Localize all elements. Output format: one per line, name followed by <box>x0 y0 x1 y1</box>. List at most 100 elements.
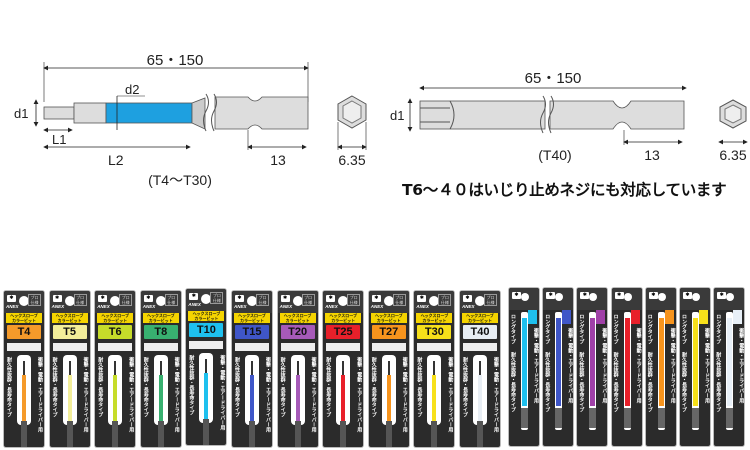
window <box>62 355 77 447</box>
long-product-package[interactable]: ✱ロングタイプ耐久性抜群・長寿命タイプ衝撃・電動・エアードライバー用 <box>543 288 574 446</box>
bit-shaft <box>158 375 163 423</box>
feature-text: 耐久性抜群・長寿命タイプ <box>462 357 468 417</box>
feature-text: 耐久性抜群・長寿命タイプ <box>416 357 423 417</box>
feature-text: 耐久性抜群・長寿命タイプ <box>578 352 585 412</box>
pro-label: プロ仕様 <box>392 294 406 306</box>
bit-shaft <box>432 375 437 423</box>
bit-hex <box>589 408 597 428</box>
range-label: (T40) <box>538 147 571 163</box>
bit-shaft <box>295 375 300 423</box>
long-product-package[interactable]: ✱ロングタイプ耐久性抜群・長寿命タイプ衝撃・電動・エアードライバー用 <box>577 288 608 446</box>
feature-text: 衝撃・電動・エアードライバー用 <box>173 357 180 432</box>
bit-tip <box>387 361 390 375</box>
bit-hex <box>657 408 665 428</box>
bit-hex <box>692 408 699 428</box>
range-label: (T4～T30) <box>148 172 212 188</box>
bit-hex <box>477 421 483 447</box>
hang-hole <box>623 293 632 301</box>
bit-tip <box>342 361 345 375</box>
overall-length-label: 65・150 <box>147 52 204 69</box>
L1-label: L1 <box>52 132 66 147</box>
long-type-text: ロングタイプ <box>646 314 653 344</box>
product-label: ヘックスローブ カラービット <box>279 313 316 323</box>
size-label: T15 <box>235 325 269 339</box>
product-label: ヘックスローブ カラービット <box>6 313 42 323</box>
size-swatch <box>699 310 708 324</box>
torx-mark-icon: ✱ <box>648 292 658 299</box>
bit-hex <box>623 408 631 428</box>
window <box>623 312 631 430</box>
window <box>427 355 442 447</box>
bit-hex <box>249 421 255 447</box>
hang-hole <box>657 293 666 301</box>
bit-tip <box>433 361 436 375</box>
window <box>153 355 168 447</box>
hex-width-label: 6.35 <box>338 152 365 168</box>
brand-logo: ANEX <box>97 304 110 309</box>
pro-label: プロ仕様 <box>484 294 497 306</box>
hang-hole <box>555 293 564 301</box>
window <box>726 312 734 430</box>
size-label: T20 <box>280 325 315 339</box>
feature-text: 耐久性抜群・長寿命タイプ <box>279 357 286 417</box>
bit-hex <box>66 421 73 447</box>
product-label: ヘックスローブ カラービット <box>234 313 270 323</box>
long-product-package[interactable]: ✱ロングタイプ耐久性抜群・長寿命タイプ衝撃・電動・エアードライバー用 <box>714 288 745 446</box>
bit-shaft <box>556 318 562 406</box>
bit-hex <box>431 421 438 447</box>
torx-mark-icon: ✱ <box>463 295 472 302</box>
bit-hex <box>726 408 734 428</box>
dimension-diagram-left: 65・150 d1 d2 L1 L2 13 (T4～T30) 6.35 <box>14 52 367 188</box>
bit-hex <box>112 421 119 447</box>
long-product-package[interactable]: ✱ロングタイプ耐久性抜群・長寿命タイプ衝撃・電動・エアードライバー用 <box>645 288 676 446</box>
pro-label: プロ仕様 <box>28 294 41 306</box>
size-label: T27 <box>371 325 406 339</box>
bit-hex <box>294 421 301 447</box>
feature-text: 衝撃・電動・エアードライバー用 <box>310 357 317 432</box>
d1-label: d1 <box>390 108 404 123</box>
bit-shaft <box>590 318 596 406</box>
bit-hex <box>203 419 210 445</box>
pro-label: プロ仕様 <box>347 294 361 306</box>
brand-logo: ANEX <box>370 304 384 309</box>
long-product-package[interactable]: ✱ロングタイプ耐久性抜群・長寿命タイプ衝撃・電動・エアードライバー用 <box>611 288 642 446</box>
window <box>521 312 528 430</box>
long-product-package[interactable]: ✱ロングタイプ耐久性抜群・長寿命タイプ衝撃・電動・エアードライバー用 <box>680 288 710 446</box>
barcode <box>143 343 178 351</box>
bit-shaft <box>727 318 733 406</box>
long-product-package[interactable]: ✱ロングタイプ耐久性抜群・長寿命タイプ衝撃・電動・エアードライバー用 <box>509 288 539 446</box>
bit-tip <box>205 359 208 373</box>
pro-label: プロ仕様 <box>73 294 87 306</box>
feature-text: 耐久性抜群・長寿命タイプ <box>142 357 149 417</box>
barcode <box>417 343 452 351</box>
hang-hole <box>589 293 598 301</box>
barcode <box>98 343 133 351</box>
hex-end-view <box>718 99 748 145</box>
torx-mark-icon: ✱ <box>614 292 624 299</box>
brand-logo: ANEX <box>279 304 293 309</box>
bit-shaft <box>478 375 482 423</box>
window <box>473 355 487 447</box>
bit-shaft <box>204 373 209 421</box>
size-swatch <box>664 310 674 324</box>
size-label: T8 <box>143 325 178 339</box>
hang-hole <box>155 296 166 306</box>
feature-text: 衝撃・電動・エアードライバー用 <box>493 357 499 432</box>
long-type-text: ロングタイプ <box>578 314 585 344</box>
bit-tip <box>159 361 162 375</box>
bit-drawing <box>419 95 685 134</box>
feature-text: 衝撃・電動・エアードライバー用 <box>704 328 710 403</box>
feature-text: 耐久性抜群・長寿命タイプ <box>544 352 551 412</box>
bit-shaft <box>624 318 630 406</box>
